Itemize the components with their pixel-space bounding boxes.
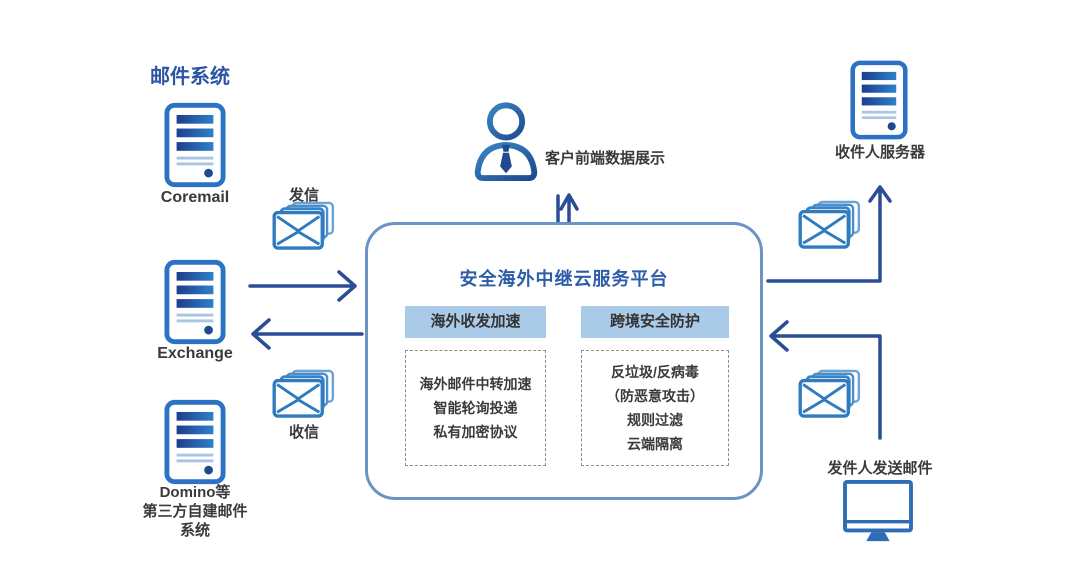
server-label-domino-line3: 系统 <box>179 522 210 539</box>
arrow-exchange-to-platform <box>248 270 357 302</box>
server-icon-domino <box>164 399 226 485</box>
acceleration-item: 海外邮件中转加速 <box>419 376 532 392</box>
server-label-domino-line2: 第三方自建邮件 <box>142 503 248 520</box>
platform-column-acceleration: 海外收发加速 海外邮件中转加速 智能轮询投递 私有加密协议 <box>405 306 546 466</box>
recipient-server-label: 收件人服务器 <box>834 144 925 161</box>
server-label-domino-line1: Domino等 <box>159 484 231 501</box>
security-item: 反垃圾/反病毒 <box>611 364 699 380</box>
acceleration-item: 智能轮询投递 <box>433 400 518 416</box>
receive-label: 收信 <box>288 424 319 441</box>
acceleration-header: 海外收发加速 <box>405 306 546 338</box>
sender-label: 发件人发送邮件 <box>827 460 933 477</box>
platform-column-security: 跨境安全防护 反垃圾/反病毒 （防恶意攻击） 规则过滤 云端隔离 <box>581 306 729 466</box>
arrow-platform-to-exchange <box>251 318 364 350</box>
security-feature-box: 反垃圾/反病毒 （防恶意攻击） 规则过滤 云端隔离 <box>581 350 729 466</box>
client-display-label: 客户前端数据展示 <box>545 150 666 167</box>
envelope-stack-inbound-icon <box>798 369 861 418</box>
server-label-coremail: Coremail <box>160 189 230 206</box>
security-item: 规则过滤 <box>627 412 683 428</box>
server-label-domino: Domino等 第三方自建邮件 系统 <box>118 483 272 540</box>
acceleration-item: 私有加密协议 <box>433 424 518 440</box>
mail-system-title: 邮件系统 <box>150 66 230 88</box>
server-icon-exchange <box>164 259 226 345</box>
sender-monitor-icon <box>843 479 913 542</box>
platform-title: 安全海外中继云服务平台 <box>459 269 669 289</box>
security-header: 跨境安全防护 <box>581 306 729 338</box>
relay-platform-box: 安全海外中继云服务平台 海外收发加速 海外邮件中转加速 智能轮询投递 私有加密协… <box>365 222 763 500</box>
server-label-exchange: Exchange <box>157 345 233 362</box>
envelope-stack-send-icon <box>272 201 335 250</box>
server-icon-recipient <box>850 60 908 140</box>
acceleration-feature-box: 海外邮件中转加速 智能轮询投递 私有加密协议 <box>405 350 546 466</box>
envelope-stack-outbound-icon <box>798 200 861 249</box>
envelope-stack-receive-icon <box>272 369 335 418</box>
client-person-icon <box>474 102 538 182</box>
send-label: 发信 <box>288 187 319 204</box>
security-item: 云端隔离 <box>627 436 683 452</box>
server-icon-coremail <box>164 102 226 188</box>
security-item: （防恶意攻击） <box>606 388 704 404</box>
